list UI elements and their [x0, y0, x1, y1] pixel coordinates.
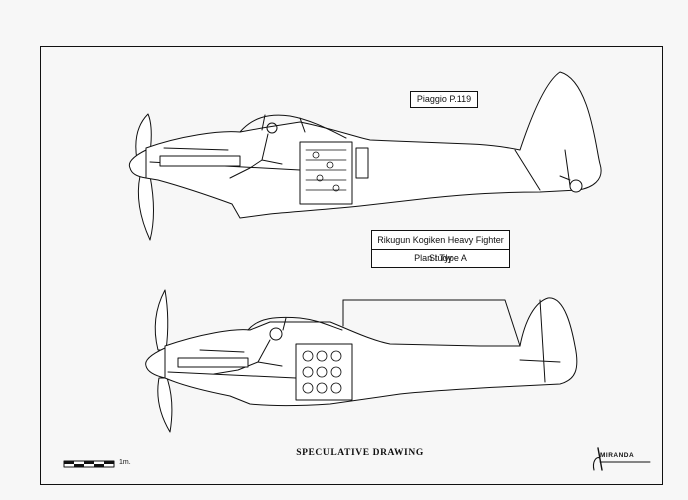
top-canopy	[239, 114, 347, 139]
scale-bar	[63, 460, 115, 468]
bottom-side-view	[145, 289, 578, 433]
top-side-view	[128, 71, 602, 241]
drawing-border	[40, 46, 663, 485]
top-propeller-lower	[137, 175, 154, 241]
bottom-propeller	[154, 289, 169, 351]
bottom-spinner	[145, 347, 166, 379]
top-pilot-head	[266, 122, 278, 134]
aircraft-name-label: Piaggio P.119	[410, 91, 478, 108]
study-title-text: Rikugun Kogiken Heavy Fighter Study	[372, 231, 509, 263]
top-spinner	[128, 149, 147, 179]
top-tailwheel	[569, 179, 583, 193]
speculative-caption: SPECULATIVE DRAWING	[296, 448, 424, 458]
bottom-engine	[295, 343, 353, 401]
top-engine	[299, 141, 353, 205]
bottom-pilot-head	[269, 327, 283, 341]
bottom-canopy	[247, 316, 343, 331]
top-fuselage	[145, 71, 602, 219]
plan-text: Plan I Type A	[414, 253, 467, 263]
bottom-fuselage	[164, 297, 578, 406]
signature-text: MIRANDA	[600, 452, 635, 459]
miranda-logo	[592, 447, 651, 471]
bottom-propeller-lower	[157, 377, 173, 433]
study-title-box: Rikugun Kogiken Heavy Fighter Study Plan…	[371, 230, 510, 268]
scale-label: 1m.	[119, 459, 131, 466]
aircraft-name-text: Piaggio P.119	[416, 94, 472, 104]
